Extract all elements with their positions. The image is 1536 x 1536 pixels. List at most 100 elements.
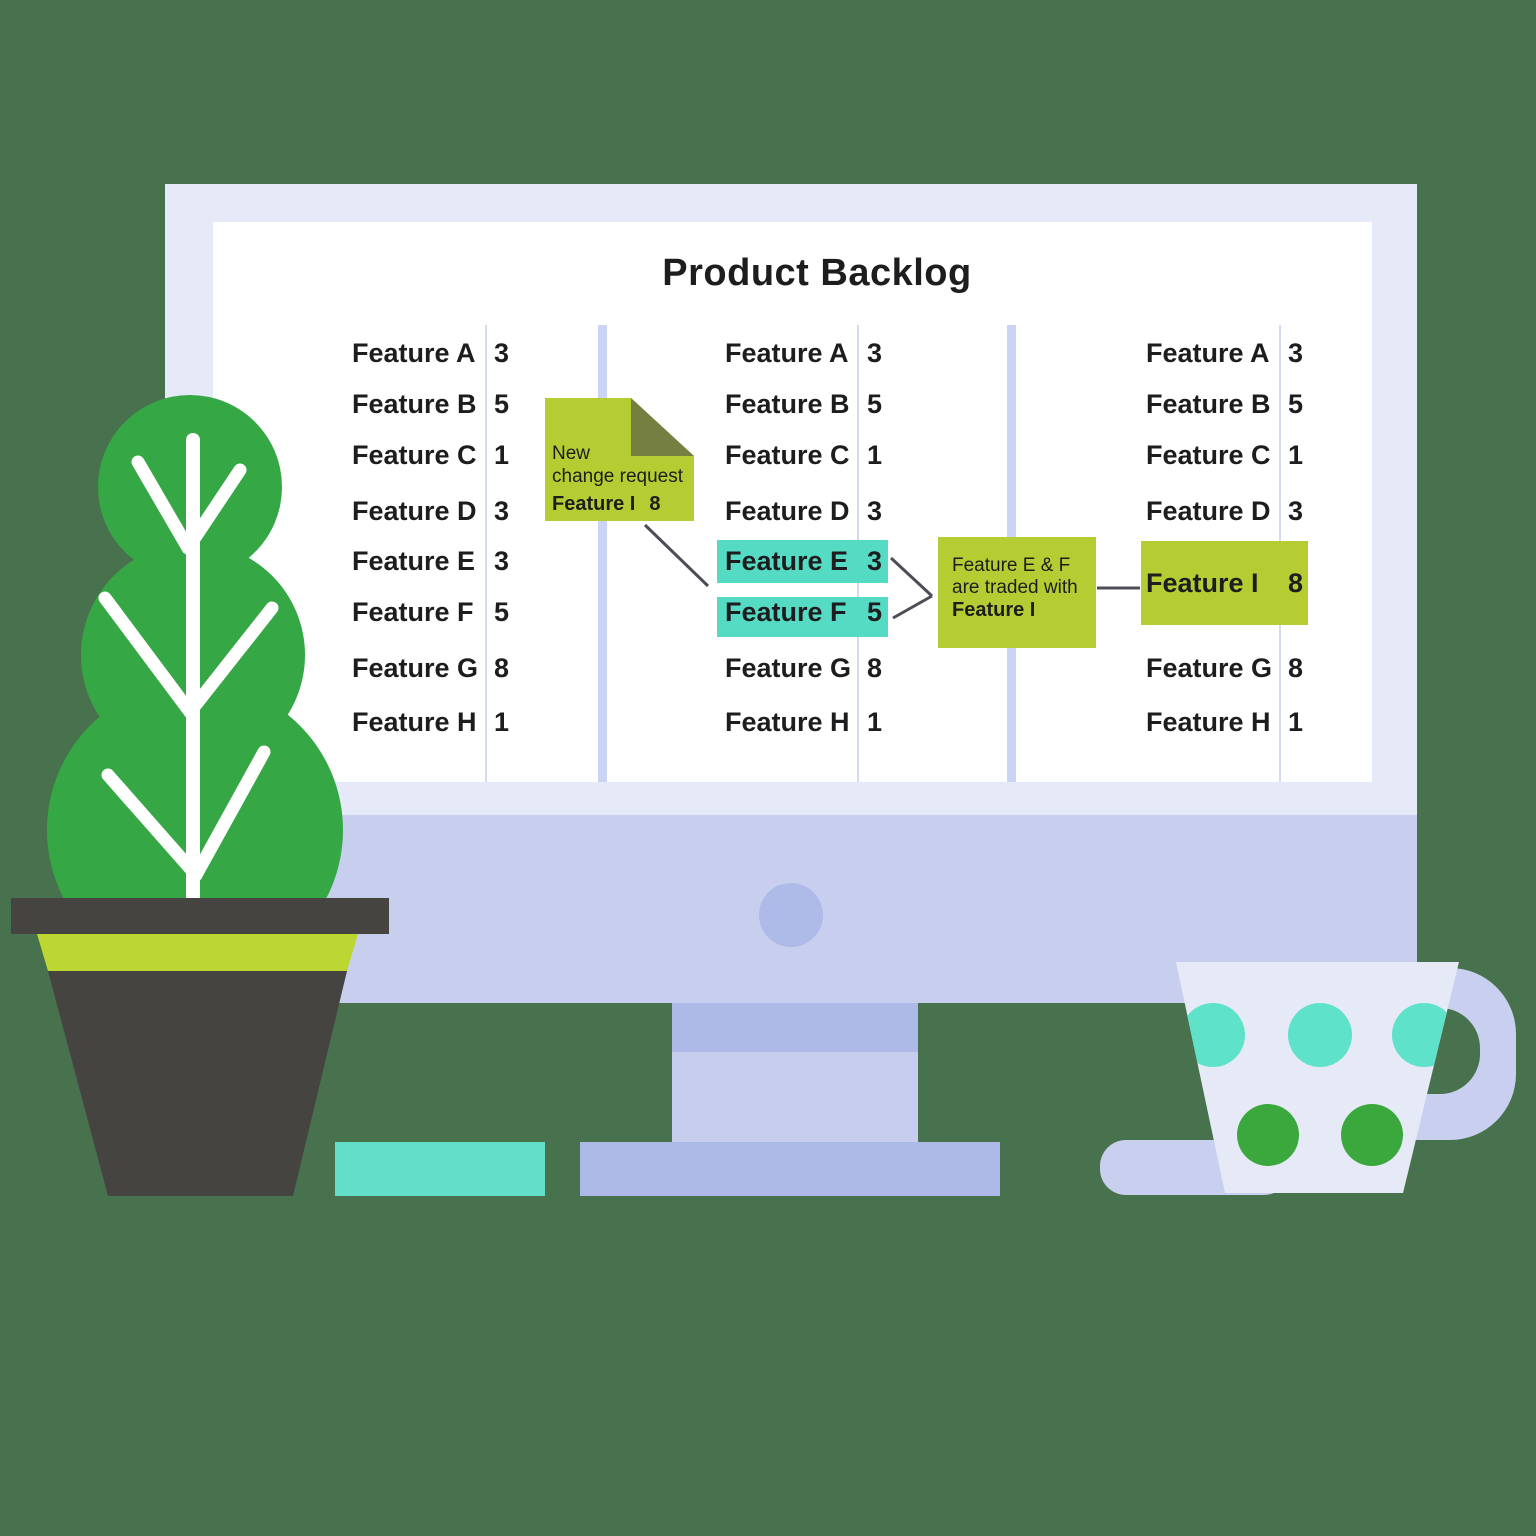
connector-lines [643,523,1140,620]
backlog-row: Feature C 1 [725,435,1005,475]
feature-name: Feature G [352,653,479,683]
monitor-stand-base [580,1142,1000,1196]
pot-body [48,971,347,1196]
trade-note-line: Feature E & F [952,555,1071,576]
page-title: Product Backlog [662,252,972,294]
feature-name: Feature C [352,440,477,470]
backlog-row: Feature F 5 [352,592,632,632]
feature-points: 3 [867,496,883,526]
trade-note-line: are traded with [952,577,1078,598]
eraser [335,1142,545,1196]
backlog-row: Feature E 3 [352,541,632,581]
cup-body [1176,962,1459,1193]
plant-stem [98,433,279,907]
backlog-row: Feature G 8 [352,648,632,688]
feature-points: 8 [1288,568,1304,598]
backlog-row: Feature B 5 [1146,384,1426,424]
backlog-row: Feature C 1 [352,435,632,475]
feature-name: Feature F [352,597,474,627]
feature-name: Feature G [725,653,852,683]
trade-note-feature: Feature I [952,599,1036,621]
note-feature-line: Feature I 8 [552,493,690,516]
feature-points: 5 [867,389,883,419]
backlog-row: Feature H 1 [352,702,632,742]
backlog-row: Feature B 5 [352,384,632,424]
feature-name: Feature B [352,389,477,419]
feature-points: 1 [494,707,510,737]
backlog-row: Feature G 8 [725,648,1005,688]
monitor-screen: Product Backlog Feature A 3 Feature B 5 Fe… [213,222,1372,782]
feature-name: Feature C [1146,440,1271,470]
backlog-row: Feature A 3 [725,333,1005,373]
backlog-row: Feature D 3 [1146,491,1426,531]
backlog-row: Feature G 8 [1146,648,1426,688]
feature-name: Feature H [725,707,850,737]
feature-points: 5 [867,597,883,627]
feature-name: Feature C [725,440,850,470]
feature-points: 3 [494,546,510,576]
points-separator-line [485,325,487,782]
feature-name: Feature A [352,338,476,368]
backlog-row-feature-e: Feature E 3 [725,541,1005,581]
feature-name: Feature B [1146,389,1271,419]
feature-points: 1 [867,707,883,737]
note-feature-name: Feature I [552,493,636,515]
monitor-stand-neck [672,1052,918,1142]
backlog-row-feature-f: Feature F 5 [725,592,1005,632]
note-line: change request [552,466,683,487]
feature-name: Feature B [725,389,850,419]
feature-points: 5 [1288,389,1304,419]
cup-handle [1400,968,1516,1140]
feature-name: Feature D [352,496,477,526]
feature-points: 3 [494,338,510,368]
pot-band [37,934,358,971]
feature-points: 3 [867,546,883,576]
feature-name: Feature D [725,496,850,526]
feature-points: 5 [494,597,510,627]
feature-points: 1 [1288,440,1304,470]
trade-note: Feature E & F are traded with Feature I [938,537,1096,648]
feature-name: Feature H [352,707,477,737]
highlight-feature-e [717,540,888,583]
feature-points: 3 [1288,496,1304,526]
feature-name: Feature A [1146,338,1270,368]
feature-name: Feature G [1146,653,1273,683]
cup-group [1100,962,1516,1195]
backlog-row: Feature H 1 [725,702,1005,742]
feature-points: 1 [1288,707,1304,737]
potted-plant [11,395,389,1196]
feature-points: 8 [494,653,510,683]
feature-points: 3 [867,338,883,368]
feature-points: 8 [1288,653,1304,683]
pot-rim [11,898,389,934]
change-request-note: New change request Feature I 8 [545,398,694,521]
feature-points: 8 [867,653,883,683]
feature-points: 3 [494,496,510,526]
backlog-row: Feature D 3 [352,491,632,531]
backlog-row: Feature C 1 [1146,435,1426,475]
backlog-row: Feature H 1 [1146,702,1426,742]
feature-name: Feature E [352,546,476,576]
feature-name: Feature D [1146,496,1271,526]
feature-name: Feature I [1146,568,1259,598]
backlog-row: Feature D 3 [725,491,1005,531]
feature-name: Feature A [725,338,849,368]
feature-name: Feature F [725,597,847,627]
feature-points: 3 [1288,338,1304,368]
backlog-row-feature-i: Feature I 8 [1146,563,1426,603]
monitor-stand-neck-shadow [672,1003,918,1052]
feature-name: Feature E [725,546,849,576]
feature-points: 1 [867,440,883,470]
column-divider [598,325,607,782]
note-feature-points: 8 [649,493,661,515]
backlog-row: Feature A 3 [1146,333,1426,373]
feature-points: 5 [494,389,510,419]
monitor-logo-dot [759,883,823,947]
highlight-feature-f [717,597,888,637]
highlight-feature-i [1141,541,1308,625]
feature-points: 1 [494,440,510,470]
feature-name: Feature H [1146,707,1271,737]
note-line: New [552,443,591,464]
backlog-row: Feature B 5 [725,384,1005,424]
backlog-row: Feature A 3 [352,333,632,373]
